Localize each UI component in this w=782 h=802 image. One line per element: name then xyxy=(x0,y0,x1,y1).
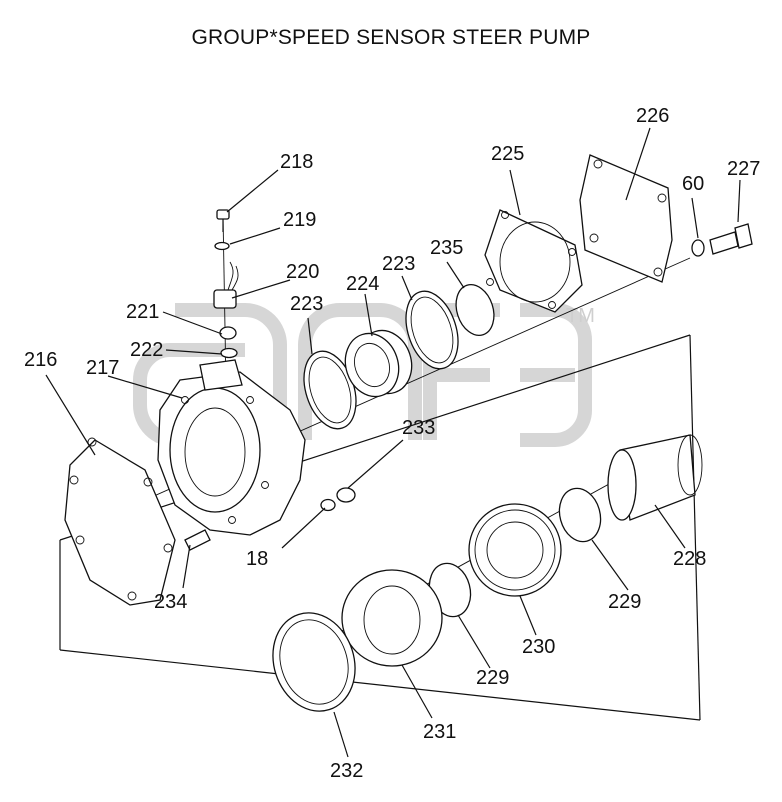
callout-224: 224 xyxy=(346,273,379,295)
callout-216: 216 xyxy=(24,349,57,371)
callout-234: 234 xyxy=(154,591,187,613)
callout-230: 230 xyxy=(522,636,555,658)
callout-223-left: 223 xyxy=(290,293,323,315)
callout-233: 233 xyxy=(402,417,435,439)
callout-235: 235 xyxy=(430,237,463,259)
callout-231: 231 xyxy=(423,721,456,743)
snap-ring-235 xyxy=(455,284,495,336)
callout-223-right: 223 xyxy=(382,253,415,275)
callout-217: 217 xyxy=(86,357,119,379)
assembly-plane xyxy=(59,334,701,721)
callout-222: 222 xyxy=(130,339,163,361)
callout-labels: 218 219 220 221 222 216 217 223 224 223 … xyxy=(24,105,760,782)
diagram-title: GROUP*SPEED SENSOR STEER PUMP xyxy=(191,26,591,49)
callout-219: 219 xyxy=(283,209,316,231)
snap-ring-229-upper xyxy=(558,487,602,543)
callout-221: 221 xyxy=(126,301,159,323)
callout-232: 232 xyxy=(330,760,363,782)
splined-shaft-228 xyxy=(607,434,703,521)
leader-lines xyxy=(45,127,741,758)
washer-222 xyxy=(220,347,238,359)
hub-231 xyxy=(341,569,443,667)
housing-217 xyxy=(157,359,306,536)
snap-ring-223-right xyxy=(405,290,459,370)
stud-234 xyxy=(184,529,211,551)
callout-229-lower: 229 xyxy=(476,667,509,689)
callout-227: 227 xyxy=(727,158,760,180)
ring-232 xyxy=(272,612,356,712)
screw-218 xyxy=(216,209,230,232)
lock-washer-60 xyxy=(691,239,705,257)
callout-220: 220 xyxy=(286,261,319,283)
washer-219 xyxy=(214,241,230,251)
callout-60: 60 xyxy=(682,173,704,195)
callout-226: 226 xyxy=(636,105,669,127)
o-ring-221 xyxy=(219,326,237,340)
gasket-216 xyxy=(64,437,176,606)
gear-230 xyxy=(468,503,562,597)
gasket-225 xyxy=(484,209,583,313)
nut-233 xyxy=(336,487,356,503)
watermark-tm: TM xyxy=(566,305,595,327)
callout-225: 225 xyxy=(491,143,524,165)
callout-18: 18 xyxy=(246,548,268,570)
bolt-227 xyxy=(709,223,753,255)
washer-18 xyxy=(320,498,336,512)
callout-228: 228 xyxy=(673,548,706,570)
bearing-224 xyxy=(344,329,413,398)
speed-sensor-220 xyxy=(213,261,239,309)
callout-218: 218 xyxy=(280,151,313,173)
callout-229-upper: 229 xyxy=(608,591,641,613)
cover-226 xyxy=(579,154,673,283)
